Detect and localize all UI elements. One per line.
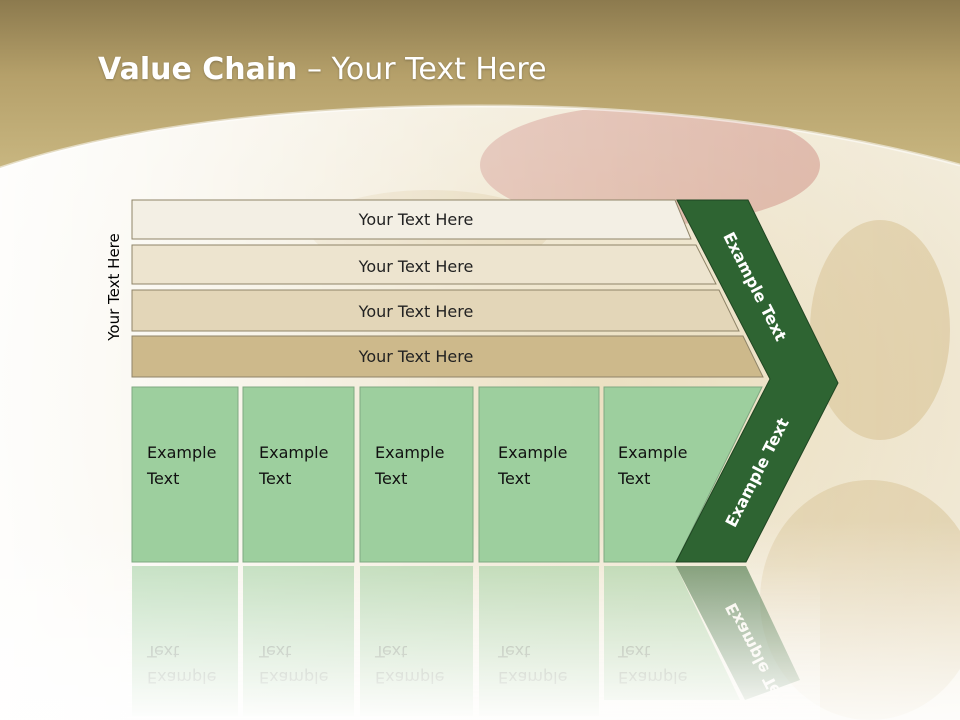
band-2-label: Your Text Here [358,257,474,276]
band-1-label: Your Text Here [358,210,474,229]
band-2: Your Text Here [131,244,717,285]
box-5-line-1: Example [618,443,687,462]
box-3: Example Text [359,386,474,563]
box-3-line-2: Text [374,469,407,488]
band-3: Your Text Here [131,289,740,332]
box-1-line-2: Text [146,469,179,488]
band-4: Your Text Here [131,335,764,378]
title-rest: – Your Text Here [297,52,547,87]
slide-title: Value Chain – Your Text Here [98,52,547,87]
box-4-line-2: Text [497,469,530,488]
box-3-line-1: Example [375,443,444,462]
title-bold: Value Chain [98,52,298,87]
box-2-line-2: Text [258,469,291,488]
box-1: Example Text [131,386,239,563]
box-1-line-1: Example [147,443,216,462]
box-4-line-1: Example [498,443,567,462]
box-4: Example Text [478,386,600,563]
band-1: Your Text Here [131,199,692,240]
box-2-line-1: Example [259,443,328,462]
chevron-arrow: Example Text Example Text [675,199,839,563]
band-3-label: Your Text Here [358,302,474,321]
band-4-label: Your Text Here [358,347,474,366]
box-5-line-2: Text [617,469,650,488]
reflection: Example Text Example Text Example Text E… [120,564,820,720]
box-2: Example Text [242,386,355,563]
